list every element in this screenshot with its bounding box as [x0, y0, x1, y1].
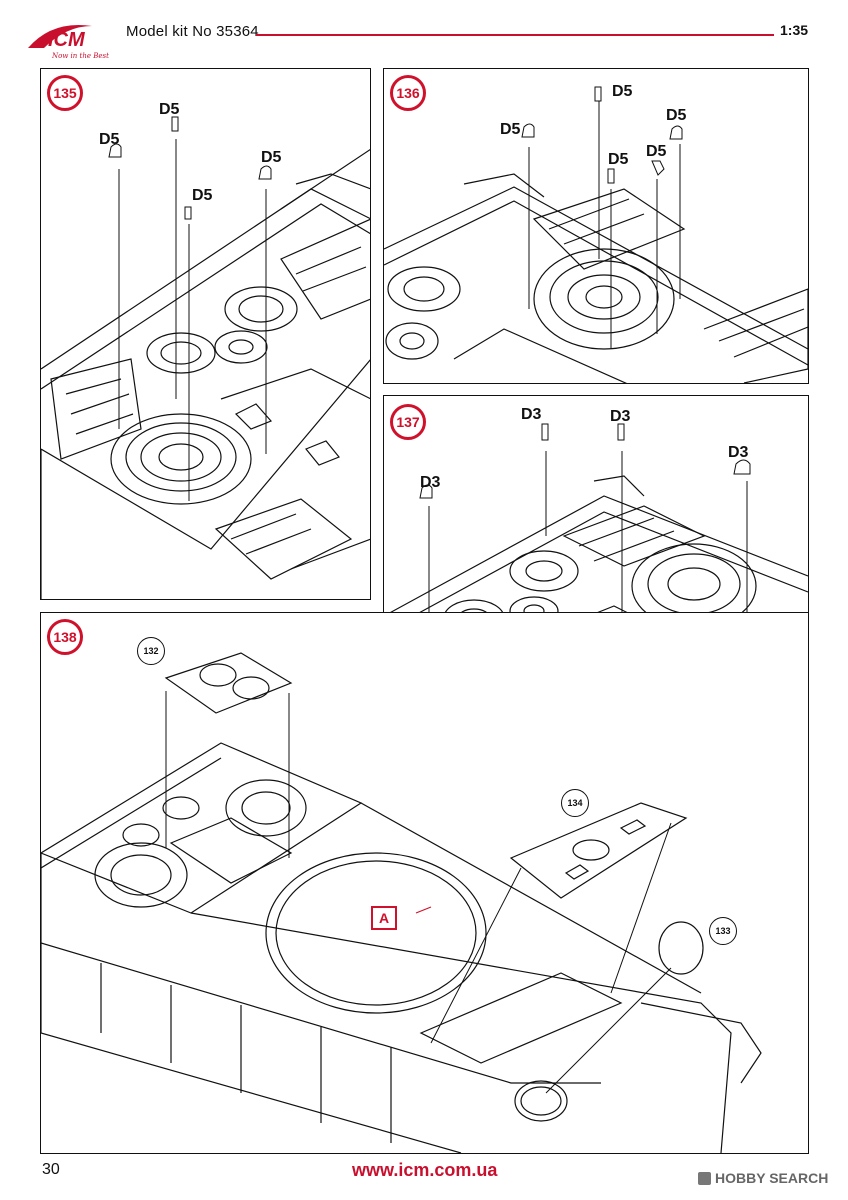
part-label: D5: [612, 83, 633, 100]
step-136-panel: 136 D5 D5 D5 D5 D5: [383, 68, 809, 384]
part-label: D5: [99, 131, 120, 148]
part-label: D5: [159, 101, 180, 118]
part-label: D5: [261, 149, 282, 166]
part-label: D5: [646, 143, 667, 160]
part-label: D3: [420, 474, 441, 491]
step-138-illustration: [41, 652, 762, 1153]
watermark: HOBBY SEARCH: [698, 1170, 828, 1186]
svg-text:ICM: ICM: [48, 29, 86, 51]
step-136-illustration: [384, 86, 808, 383]
step-number-badge: 137: [390, 404, 426, 440]
part-label: D5: [192, 187, 213, 204]
step-number-badge: 135: [47, 75, 83, 111]
reference-marker-a: A: [371, 906, 397, 930]
step-number-badge: 138: [47, 619, 83, 655]
sub-step-badge: 132: [137, 637, 165, 665]
sub-step-badge: 134: [561, 789, 589, 817]
scale-label: 1:35: [780, 22, 809, 38]
step-135-panel: 135 D5 D5 D5 D5: [40, 68, 371, 600]
model-kit-title: Model kit No 35364: [126, 23, 259, 40]
website-link[interactable]: www.icm.com.ua: [352, 1160, 498, 1180]
part-label: D5: [666, 107, 687, 124]
icm-logo: ICM Now in the Best: [22, 18, 114, 62]
page-number: 30: [42, 1161, 60, 1178]
header-rule: [256, 34, 774, 36]
watermark-text: HOBBY SEARCH: [715, 1170, 829, 1186]
part-label: D3: [728, 444, 749, 461]
part-label: D5: [608, 151, 629, 168]
step-number-badge: 136: [390, 75, 426, 111]
step-138-panel: 138 132 134 133 A: [40, 612, 809, 1154]
watermark-logo-icon: [698, 1171, 711, 1185]
step-135-illustration: [41, 116, 370, 599]
part-label: D3: [521, 406, 542, 423]
sub-step-badge: 133: [709, 917, 737, 945]
part-label: D3: [610, 408, 631, 425]
svg-text:Now in the Best: Now in the Best: [51, 52, 109, 60]
part-label: D5: [500, 121, 521, 138]
